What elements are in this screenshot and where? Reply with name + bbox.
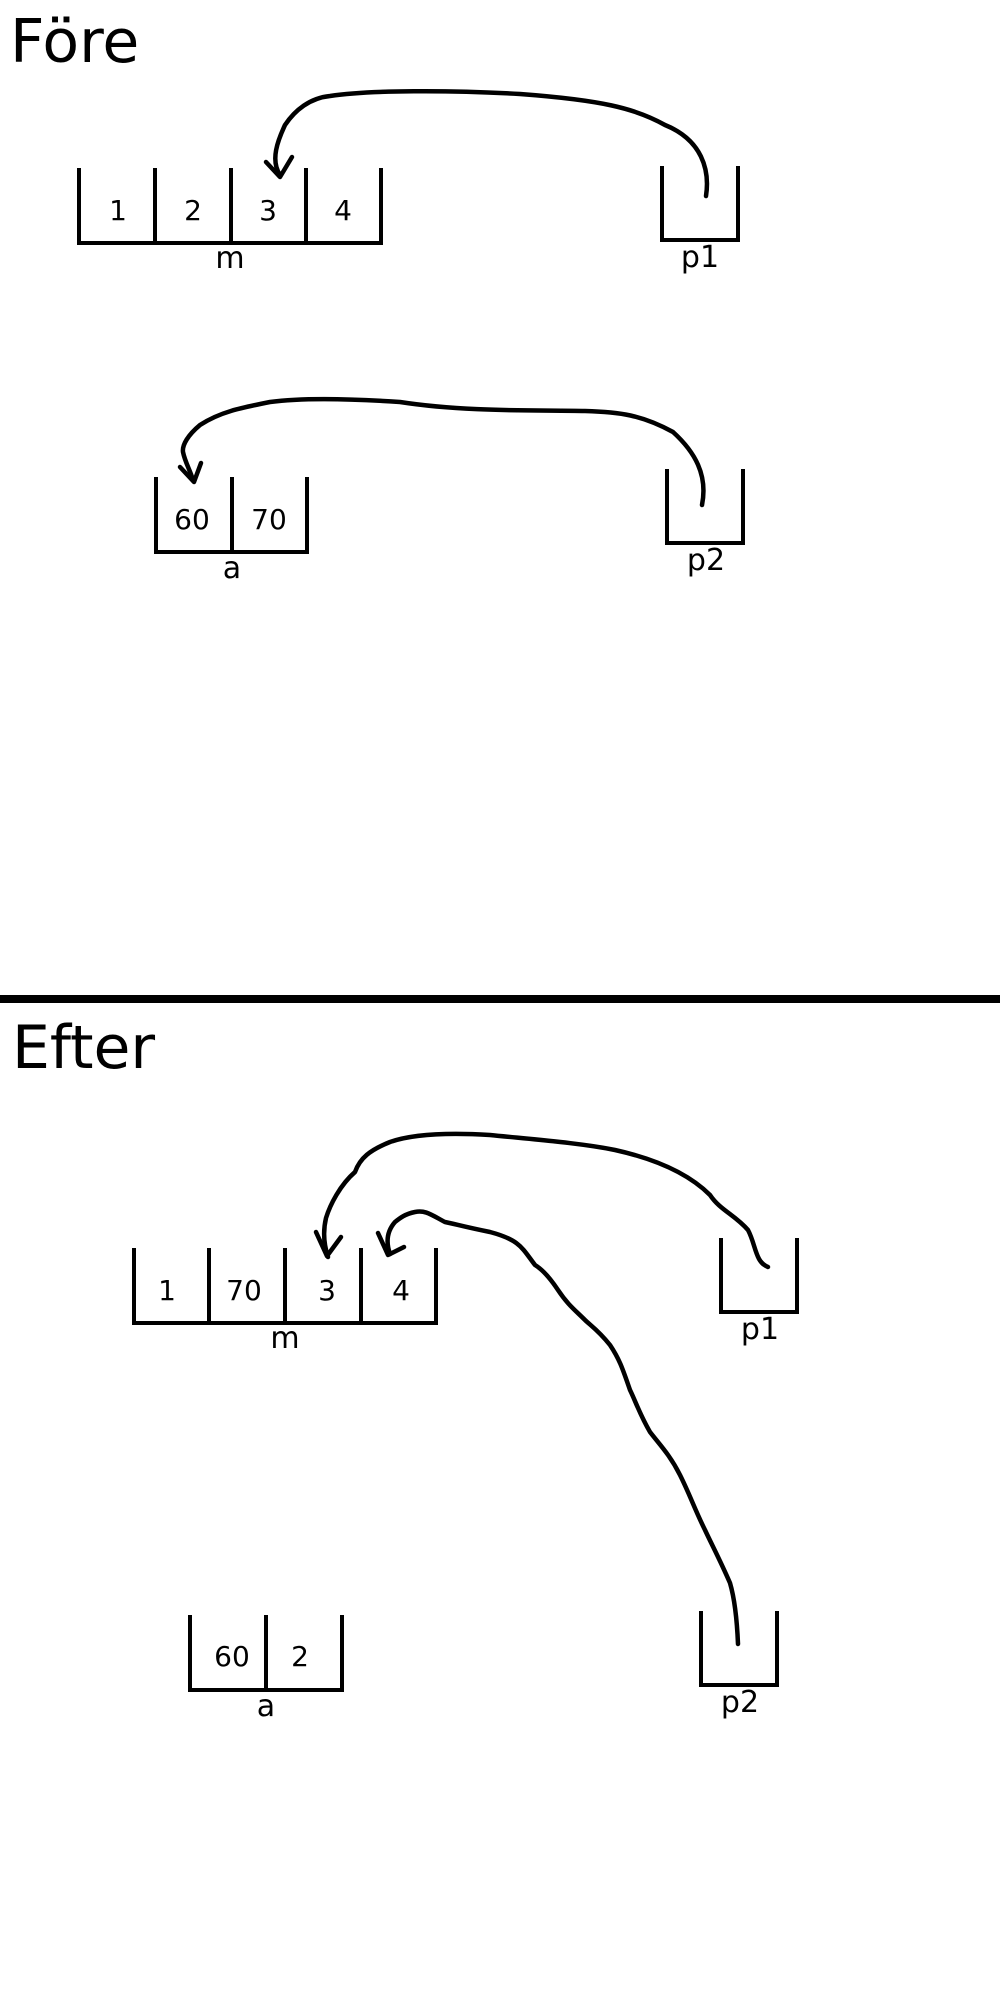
before-pointer-p1: p1 [660, 166, 740, 275]
array-a-cell-1: 70 [251, 503, 287, 536]
after-pointer-p2: p2 [699, 1611, 779, 1720]
arrow-p1-to-m-cell-3 [273, 88, 710, 199]
array-m-label: m [270, 1321, 299, 1356]
pointer-p1-box [719, 1238, 799, 1314]
pointer-p2-box [665, 469, 745, 545]
arrow-p1-to-m-cell-2 [321, 1131, 771, 1270]
pointer-p1-label: p1 [681, 240, 719, 275]
after-pointer-p1: p1 [719, 1238, 799, 1347]
pointer-p2-label: p2 [687, 543, 725, 578]
before-title: Före [10, 7, 139, 77]
arrow-p2-to-m-cell-3 [385, 1209, 741, 1647]
array-m-cell-1: 70 [226, 1274, 262, 1307]
after-title: Efter [12, 1013, 155, 1083]
array-m-cell-2: 3 [259, 194, 277, 227]
pointer-p1-label: p1 [741, 1312, 779, 1347]
pointer-p2-label: p2 [721, 1685, 759, 1720]
array-a-cells-outline [188, 1615, 344, 1692]
array-m-cells-outline [132, 1248, 438, 1325]
pointer-p2-box [699, 1611, 779, 1687]
array-a-label: a [223, 551, 241, 586]
array-m-cell-2: 3 [318, 1274, 336, 1307]
array-m-cell-1: 2 [184, 194, 202, 227]
arrow-p1-head [263, 154, 295, 180]
after-section: Efter 1 70 3 4 m p1 60 2 a p2 [12, 1013, 799, 1724]
array-m-cell-3: 4 [334, 194, 352, 227]
arrow-p2-to-a-cell-0 [180, 396, 706, 508]
array-a-cell-0: 60 [214, 1640, 250, 1673]
array-m-cell-0: 1 [158, 1274, 176, 1307]
arrow-p1-head [313, 1229, 344, 1259]
after-array-a: 60 2 a [188, 1615, 344, 1724]
array-m-cell-3: 4 [392, 1274, 410, 1307]
arrow-p2-head [177, 460, 204, 485]
array-m-label: m [215, 241, 244, 276]
after-array-m: 1 70 3 4 m [132, 1248, 438, 1356]
before-array-m: 1 2 3 4 m [77, 168, 383, 276]
before-pointer-p2: p2 [665, 469, 745, 578]
before-section: Före 1 2 3 4 m p1 60 70 a p2 [10, 7, 745, 586]
array-m-cell-0: 1 [109, 194, 127, 227]
array-a-label: a [257, 1689, 275, 1724]
pointer-p1-box [660, 166, 740, 242]
array-a-cells-outline [154, 477, 309, 554]
array-m-cells-outline [77, 168, 383, 245]
array-a-cell-0: 60 [174, 503, 210, 536]
arrow-p2-head [375, 1230, 407, 1258]
array-a-cell-1: 2 [291, 1640, 309, 1673]
before-array-a: 60 70 a [154, 477, 309, 586]
